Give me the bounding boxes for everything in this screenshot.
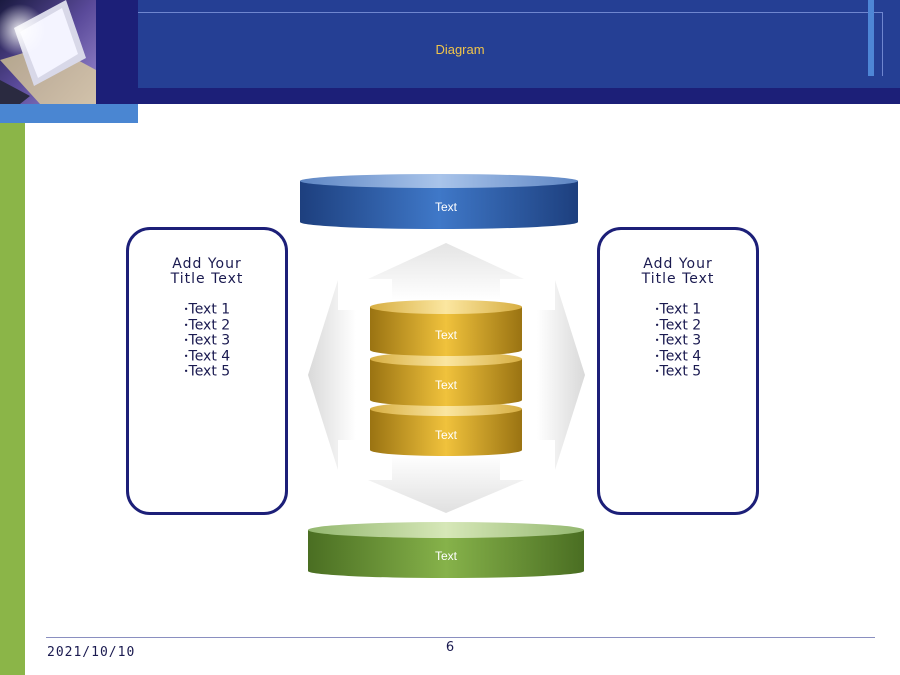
header-rule-vertical	[882, 12, 883, 76]
page-number: 6	[445, 640, 455, 655]
stack-label-1: Text	[434, 328, 457, 342]
list-item: •Text 4	[654, 348, 702, 364]
left-text-box: Add Your Title Text •Text 1 •Text 2 •Tex…	[126, 227, 288, 515]
list-item: •Text 4	[183, 348, 231, 364]
left-box-title: Add Your Title Text	[170, 256, 244, 287]
top-cylinder-label: Text	[434, 200, 457, 214]
list-item: •Text 1	[654, 301, 702, 318]
slide-title: Diagram	[435, 42, 485, 57]
accent-strip-green	[0, 123, 25, 675]
list-item: •Text 2	[654, 317, 702, 333]
bottom-cylinder-label: Text	[434, 549, 457, 563]
stack-cylinder-middle	[370, 352, 522, 406]
arrow-up	[368, 243, 524, 300]
arrow-down	[368, 455, 524, 513]
monitor-logo-image	[0, 0, 96, 104]
right-text-box: Add Your Title Text •Text 1 •Text 2 •Tex…	[597, 227, 759, 515]
list-item: •Text 2	[183, 317, 231, 333]
header-accent-bar	[868, 0, 874, 76]
footer-rule	[46, 637, 875, 638]
stack-cylinder-bottom	[370, 402, 522, 456]
arrow-left	[308, 280, 356, 470]
right-box-title: Add Your Title Text	[641, 256, 715, 287]
list-item: •Text 1	[183, 301, 231, 318]
arrow-right	[537, 280, 585, 470]
list-item: •Text 3	[654, 332, 702, 349]
stack-label-2: Text	[434, 378, 457, 392]
bottom-cylinder	[308, 522, 584, 578]
list-item: •Text 3	[183, 332, 231, 349]
stack-cylinder-top	[370, 300, 522, 356]
list-item: •Text 5	[654, 363, 702, 380]
list-item: •Text 5	[183, 363, 231, 380]
footer-date: 2021/10/10	[47, 645, 136, 660]
accent-strip-blue	[0, 104, 138, 123]
header-rule	[138, 12, 882, 13]
stack-label-3: Text	[434, 428, 457, 442]
header-panel	[138, 0, 900, 88]
right-box-list: •Text 1 •Text 2 •Text 3 •Text 4 •Text 5	[600, 302, 756, 380]
top-cylinder	[300, 174, 578, 229]
left-box-list: •Text 1 •Text 2 •Text 3 •Text 4 •Text 5	[129, 302, 285, 380]
